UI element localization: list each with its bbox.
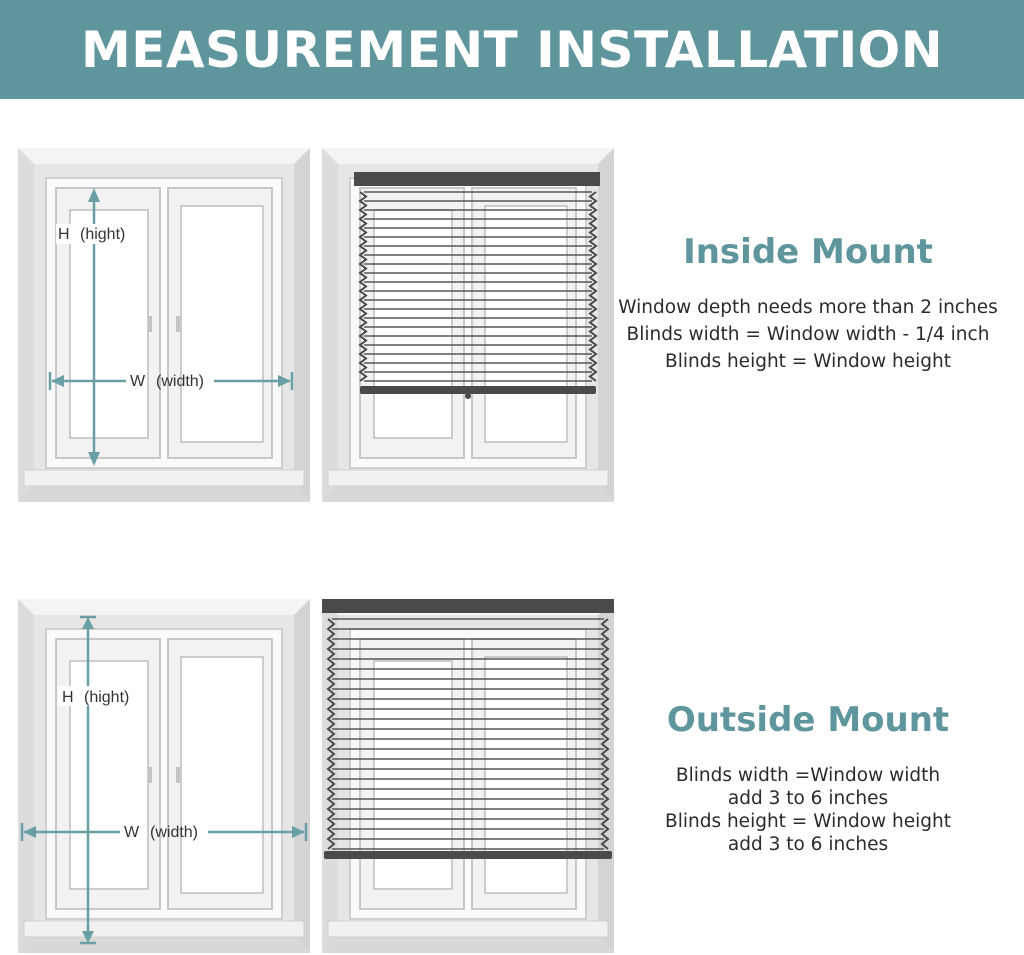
outside-line-3: Blinds height = Window height bbox=[665, 811, 951, 832]
pleated-blind bbox=[354, 172, 600, 399]
height-dimension-line bbox=[80, 615, 96, 945]
outside-blinds-panel bbox=[322, 599, 614, 953]
inside-line-1: Window depth needs more than 2 inches bbox=[618, 297, 998, 318]
header-banner: MEASUREMENT INSTALLATION bbox=[0, 0, 1024, 99]
page-title: MEASUREMENT INSTALLATION bbox=[80, 20, 944, 79]
width-label-letter: W bbox=[130, 373, 146, 390]
inside-line-2: Blinds width = Window width - 1/4 inch bbox=[626, 324, 990, 345]
width-label-letter: W bbox=[124, 824, 140, 841]
outside-mount-info: Outside Mount Blinds width =Window width… bbox=[612, 700, 1004, 856]
height-label-letter: H bbox=[58, 226, 70, 243]
inside-mount-info: Inside Mount Window depth needs more tha… bbox=[612, 232, 1004, 375]
outside-line-2: add 3 to 6 inches bbox=[727, 788, 889, 809]
inside-blinds-panel bbox=[322, 148, 614, 502]
pleated-blind bbox=[322, 599, 614, 859]
outside-mount-title: Outside Mount bbox=[666, 700, 950, 740]
outside-line-1: Blinds width =Window width bbox=[675, 765, 941, 786]
inside-mount-lines: Window depth needs more than 2 inches Bl… bbox=[612, 294, 1004, 375]
outside-mount-lines: Blinds width =Window width add 3 to 6 in… bbox=[612, 764, 1004, 856]
height-label-letter: H bbox=[62, 689, 74, 706]
inside-measure-panel: H (hight) W (width) bbox=[18, 148, 310, 502]
height-label-word: (hight) bbox=[80, 226, 125, 243]
outside-measure-panel: H (hight) W (width) bbox=[18, 599, 310, 953]
width-dimension-line bbox=[20, 823, 308, 841]
width-dimension-line bbox=[48, 372, 294, 390]
height-label-word: (hight) bbox=[84, 689, 129, 706]
width-label-word: (width) bbox=[156, 373, 204, 390]
width-label-word: (width) bbox=[150, 824, 198, 841]
inside-line-3: Blinds height = Window height bbox=[665, 351, 951, 372]
outside-line-4: add 3 to 6 inches bbox=[727, 834, 889, 855]
inside-mount-title: Inside Mount bbox=[683, 232, 933, 272]
